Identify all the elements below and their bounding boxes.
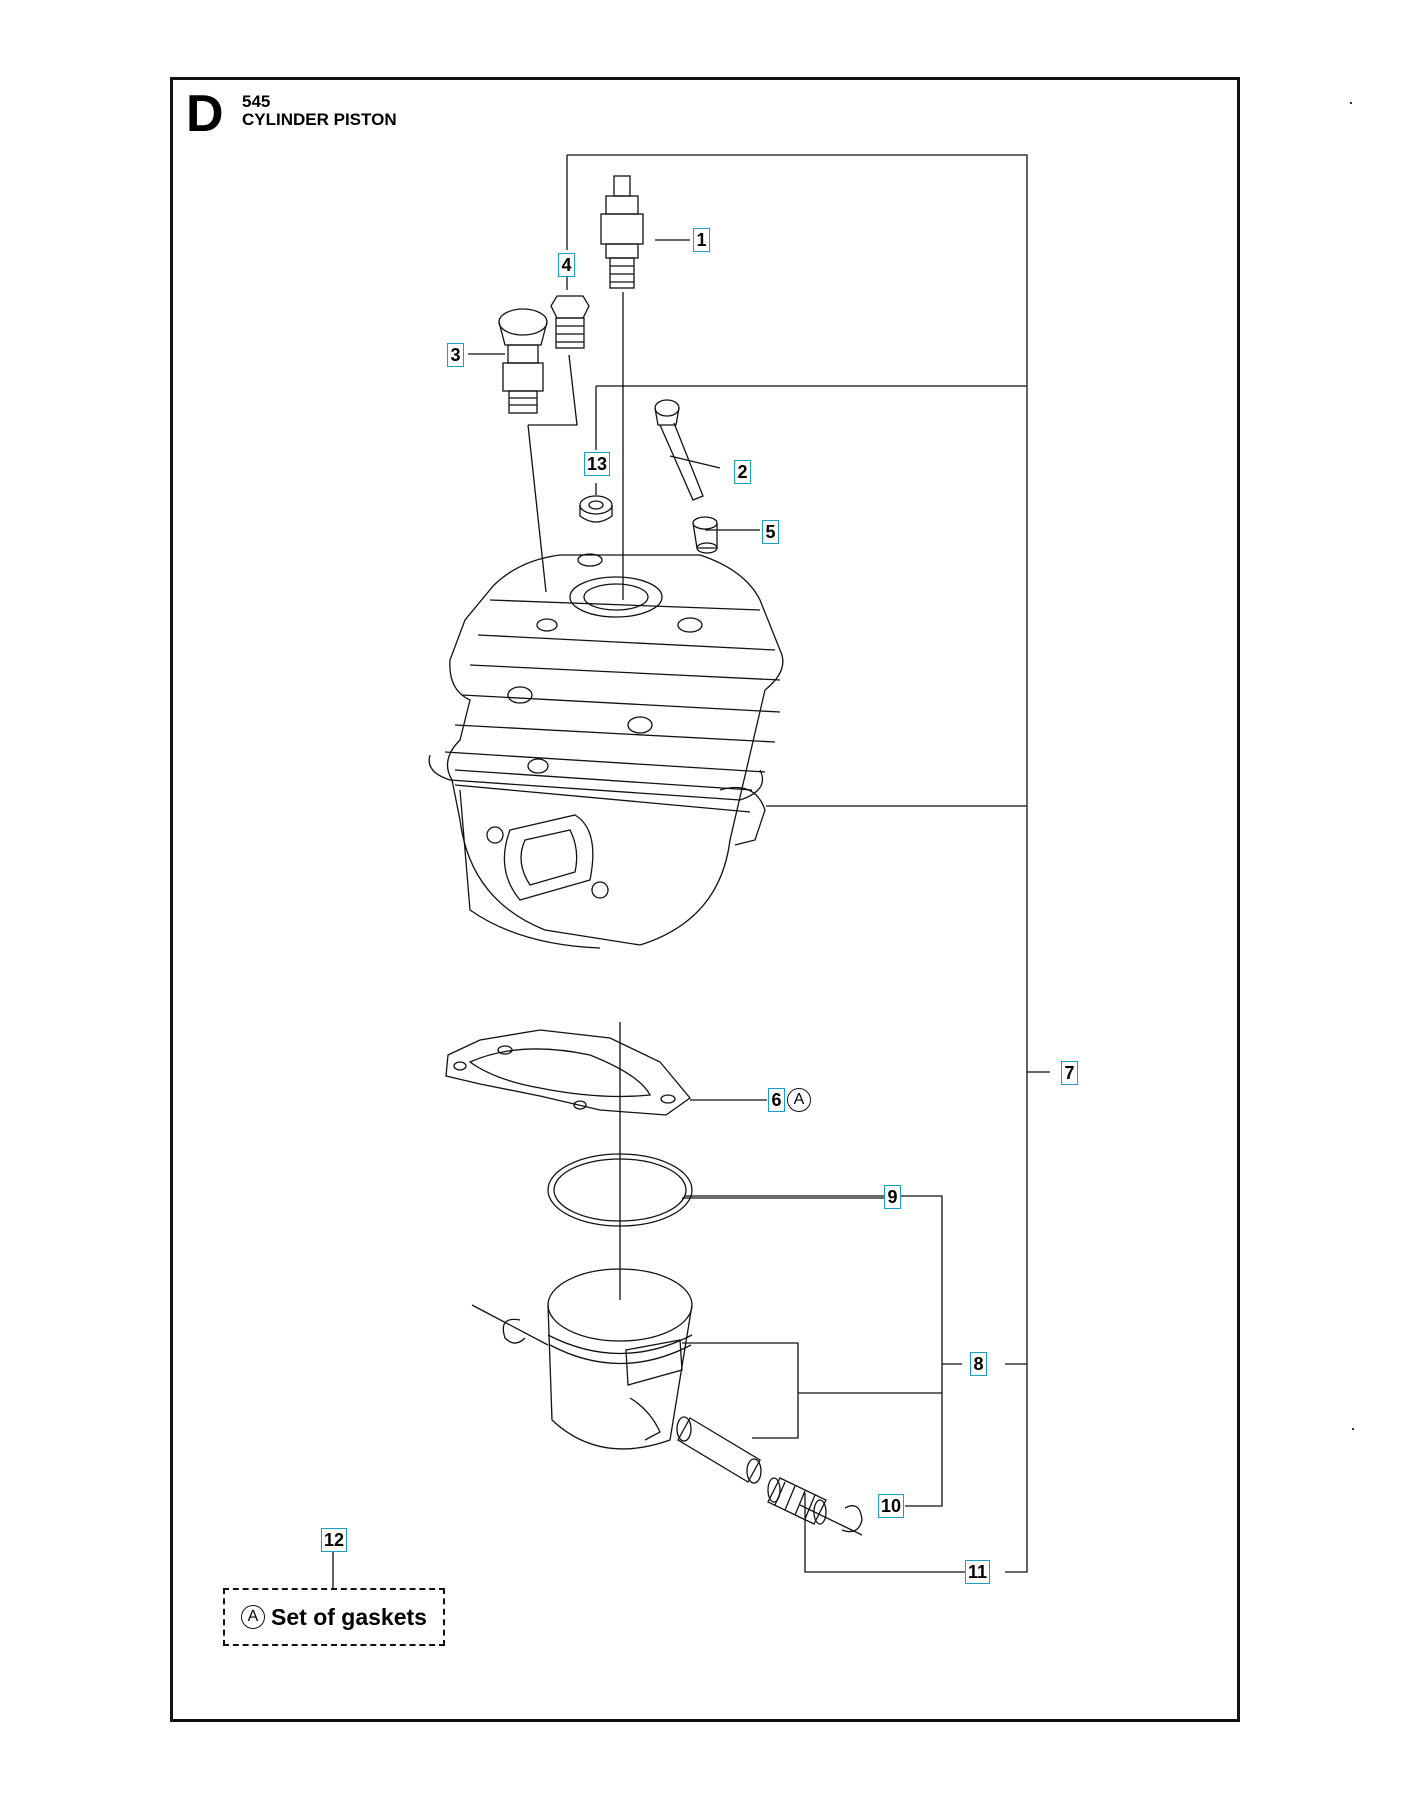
plug-screw: [550, 295, 590, 349]
callout-3[interactable]: 3: [447, 343, 464, 367]
section-letter: D: [186, 85, 224, 143]
legend-text: Set of gaskets: [271, 1603, 427, 1630]
needle-bearing: [767, 1477, 827, 1525]
circlips: [471, 1304, 863, 1536]
diagram-frame: [170, 77, 1240, 1722]
piston-ring: [547, 1153, 693, 1227]
callout-10[interactable]: 10: [878, 1494, 905, 1518]
legend-ref-mark: A: [241, 1605, 266, 1629]
piston: [547, 1268, 693, 1450]
gasket-set-ref-mark: A: [787, 1088, 811, 1112]
cylinder-gasket: [445, 1029, 691, 1116]
callout-6[interactable]: 6: [768, 1088, 785, 1112]
callout-11[interactable]: 11: [965, 1560, 991, 1584]
sleeve: [692, 516, 718, 554]
cylinder: [428, 553, 784, 949]
stray-mark: [1352, 1428, 1354, 1430]
spark-plug: [600, 175, 644, 289]
washer: [579, 495, 613, 523]
piston-pin: [676, 1416, 762, 1484]
decompression-valve: [498, 308, 548, 414]
callout-12[interactable]: 12: [321, 1528, 348, 1552]
callout-13[interactable]: 13: [584, 452, 611, 476]
legend-box: A Set of gaskets: [223, 1588, 445, 1646]
callout-9[interactable]: 9: [884, 1185, 901, 1209]
cylinder-screw: [654, 399, 704, 501]
stray-mark: [1350, 102, 1352, 104]
model-number: 545: [242, 92, 271, 111]
diagram-title: CYLINDER PISTON: [242, 110, 397, 129]
callout-4[interactable]: 4: [558, 253, 575, 277]
callout-2[interactable]: 2: [734, 460, 751, 484]
callout-7[interactable]: 7: [1061, 1061, 1078, 1085]
callout-1[interactable]: 1: [693, 228, 710, 252]
callout-5[interactable]: 5: [762, 520, 779, 544]
callout-8[interactable]: 8: [970, 1352, 987, 1376]
